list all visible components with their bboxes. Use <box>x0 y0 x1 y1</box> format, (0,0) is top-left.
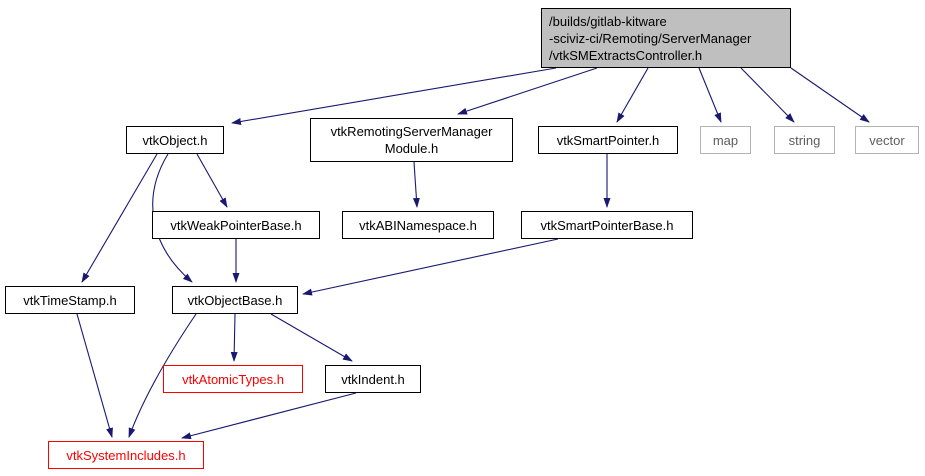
node-string: string <box>774 126 835 154</box>
node-vtkremotingservermanagermodule-h[interactable]: vtkRemotingServerManager Module.h <box>310 118 513 162</box>
edge-module-to-abinamespace <box>412 161 420 208</box>
edge-indent-to-systemincludes <box>181 392 357 440</box>
edge-smartpointerbase-to-objectbase <box>302 238 559 296</box>
edge-root-to-vector <box>790 67 870 123</box>
edge-root-to-map <box>698 67 722 123</box>
node-vtkweakpointerbase-h[interactable]: vtkWeakPointerBase.h <box>152 211 320 239</box>
edge-vtkobject-to-weakpointerbase <box>196 153 228 208</box>
node-vtkobject-h[interactable]: vtkObject.h <box>126 126 224 154</box>
edge-timestamp-to-systemincludes <box>76 313 113 438</box>
edge-objectbase-to-atomictypes <box>230 313 238 362</box>
node-vtksystemincludes-h[interactable]: vtkSystemIncludes.h <box>48 441 204 469</box>
node-map: map <box>700 126 751 154</box>
node-vector: vector <box>855 126 919 154</box>
edge-objectbase-to-indent <box>270 313 353 362</box>
node-vtkatomictypes-h[interactable]: vtkAtomicTypes.h <box>163 365 303 393</box>
node-vtksmartpointer-h[interactable]: vtkSmartPointer.h <box>538 126 678 154</box>
node-vtksmextractscontroller-h: /builds/gitlab-kitware -sciviz-ci/Remoti… <box>541 8 791 68</box>
edge-root-to-vtksmartpointer <box>616 67 649 123</box>
edge-root-to-module <box>457 67 598 115</box>
node-vtkabinamespace-h[interactable]: vtkABINamespace.h <box>342 211 494 239</box>
node-vtktimestamp-h[interactable]: vtkTimeStamp.h <box>5 286 135 314</box>
edge-root-to-string <box>740 67 795 123</box>
edge-root-to-vtkobject <box>231 67 557 125</box>
node-vtksmartpointerbase-h[interactable]: vtkSmartPointerBase.h <box>521 211 693 239</box>
node-vtkobjectbase-h[interactable]: vtkObjectBase.h <box>172 286 298 314</box>
node-vtkindent-h[interactable]: vtkIndent.h <box>325 365 421 393</box>
edge-objectbase-to-systemincludes <box>128 313 197 438</box>
edge-vtkobject-to-timestamp <box>81 153 158 283</box>
